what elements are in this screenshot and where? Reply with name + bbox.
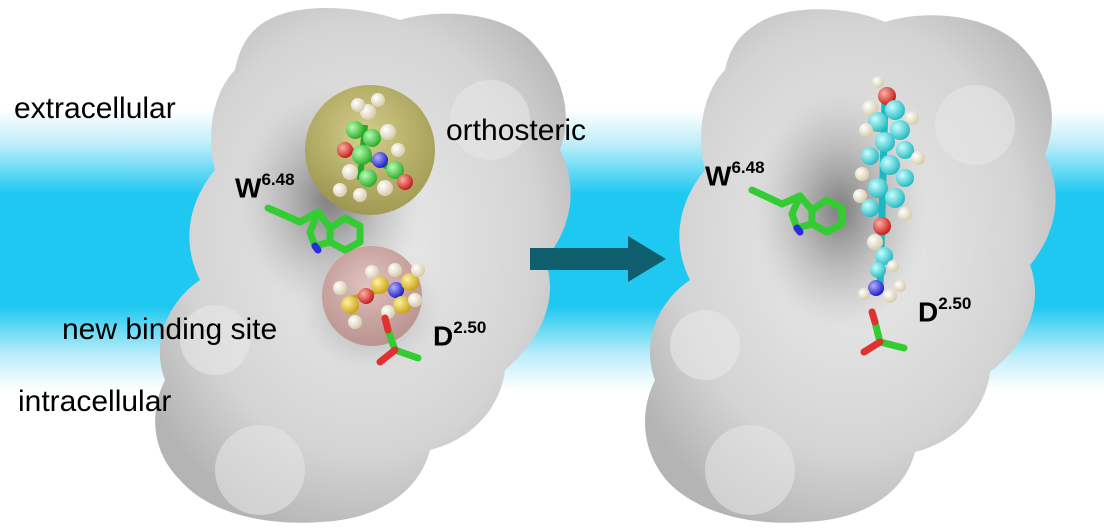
bitopic-ligand	[853, 76, 925, 303]
new-binding-site-label: new binding site	[62, 313, 278, 346]
right-arrow-icon	[530, 236, 666, 282]
d-residue-left	[376, 314, 422, 366]
w-residue-number: 6.48	[261, 170, 295, 189]
d-residue-letter: D	[433, 320, 454, 352]
w-residue-label-left: W6.48	[235, 170, 295, 204]
right-protein-surface	[645, 9, 1056, 523]
w-residue-right	[748, 186, 846, 236]
w-residue-letter: W	[235, 172, 262, 204]
w-residue-letter: W	[705, 160, 732, 192]
orthosteric-label: orthosteric	[446, 114, 587, 147]
d-residue-number: 2.50	[453, 318, 487, 337]
extracellular-label: extracellular	[14, 92, 176, 125]
d-residue-number: 2.50	[938, 294, 972, 313]
d-residue-right	[860, 308, 908, 356]
w-residue-label-right: W6.48	[705, 158, 765, 192]
w-residue-number: 6.48	[731, 158, 765, 177]
d-residue-label-right: D2.50	[918, 294, 972, 328]
intracellular-label: intracellular	[18, 385, 172, 418]
new-site-ligand	[333, 263, 425, 329]
orthosteric-ligand	[333, 93, 413, 202]
d-residue-label-left: D2.50	[433, 318, 487, 352]
d-residue-letter: D	[918, 296, 939, 328]
w-residue-left	[264, 204, 364, 254]
